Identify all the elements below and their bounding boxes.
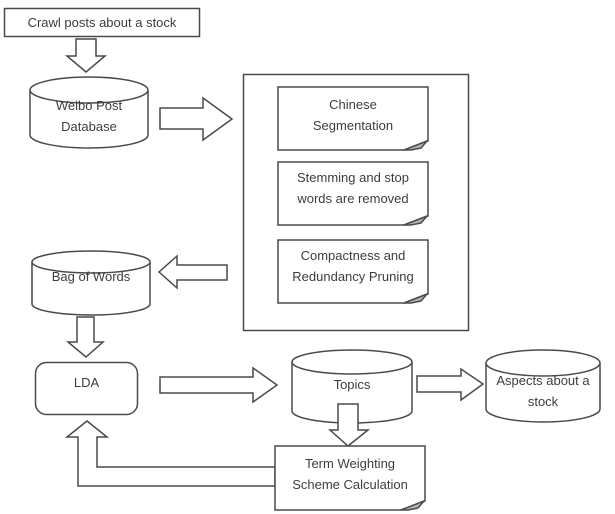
arrow-topics-to-aspects <box>416 367 485 402</box>
document-page <box>277 239 429 304</box>
chinese-segmentation-document <box>277 86 429 151</box>
stemming-stopwords-document <box>277 161 429 226</box>
cylinder-top <box>485 349 601 377</box>
arrow-bagofwords-to-lda <box>65 316 105 358</box>
arrow-lda-to-topics <box>159 366 279 404</box>
document-fold <box>403 140 428 151</box>
cylinder-top <box>31 250 151 274</box>
cylinder-top <box>291 349 413 375</box>
cylinder-body <box>29 90 149 149</box>
aspects-cylinder <box>485 349 601 423</box>
lda-box <box>34 361 139 416</box>
weibo-database-cylinder <box>29 76 149 149</box>
bag-of-words-cylinder <box>31 250 151 316</box>
arrow-termweighting-to-lda <box>64 420 276 487</box>
arrow-crawl-to-database <box>64 38 108 73</box>
arrow-topics-to-termweighting <box>328 403 371 447</box>
document-fold <box>403 293 428 304</box>
document-page <box>277 161 429 226</box>
cylinder-body <box>485 363 601 423</box>
document-fold <box>403 215 428 226</box>
document-fold <box>400 500 425 511</box>
document-page <box>277 86 429 151</box>
arrow-database-to-preprocessing <box>159 96 234 142</box>
cylinder-body <box>31 262 151 316</box>
arrow-preprocessing-to-bagofwords <box>157 254 228 290</box>
topics-cylinder <box>291 349 413 424</box>
document-page <box>274 445 426 511</box>
pruning-document <box>277 239 429 304</box>
term-weighting-document <box>274 445 426 511</box>
cylinder-top <box>29 76 149 104</box>
crawl-posts-box <box>3 7 201 38</box>
